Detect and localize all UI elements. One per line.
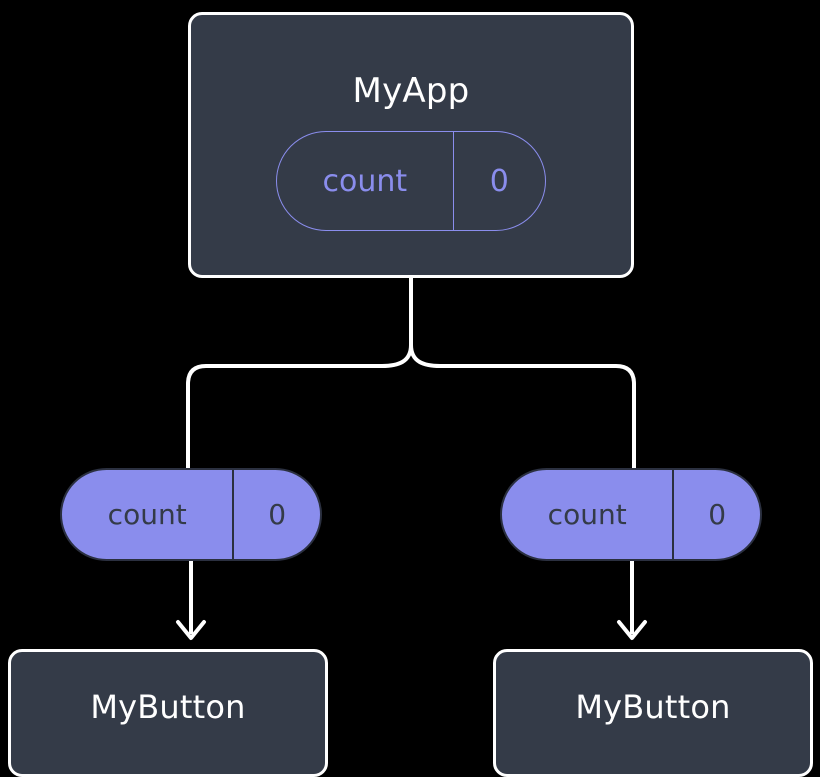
state-key-label: count <box>322 163 408 199</box>
prop-pill-right-count[interactable]: count 0 <box>500 468 762 561</box>
component-node-mybutton-right[interactable]: MyButton <box>493 649 813 777</box>
arrowhead-right <box>617 620 647 640</box>
prop-key-label: count <box>547 498 627 531</box>
arrowhead-left <box>176 620 206 640</box>
prop-key-label: count <box>107 498 187 531</box>
prop-value-label: 0 <box>672 470 760 559</box>
component-label-mybutton: MyButton <box>575 688 731 726</box>
state-value-label: 0 <box>452 132 545 230</box>
component-label-myapp: MyApp <box>352 71 470 111</box>
edge-myapp-to-left-count <box>186 276 413 472</box>
component-label-mybutton: MyButton <box>90 688 246 726</box>
component-node-myapp[interactable]: MyApp <box>188 12 634 278</box>
component-node-mybutton-left[interactable]: MyButton <box>8 649 328 777</box>
prop-pill-left-count[interactable]: count 0 <box>60 468 322 561</box>
state-pill-myapp-count[interactable]: count 0 <box>276 131 546 231</box>
edge-myapp-to-right-count <box>409 276 636 472</box>
prop-value-label: 0 <box>232 470 320 559</box>
